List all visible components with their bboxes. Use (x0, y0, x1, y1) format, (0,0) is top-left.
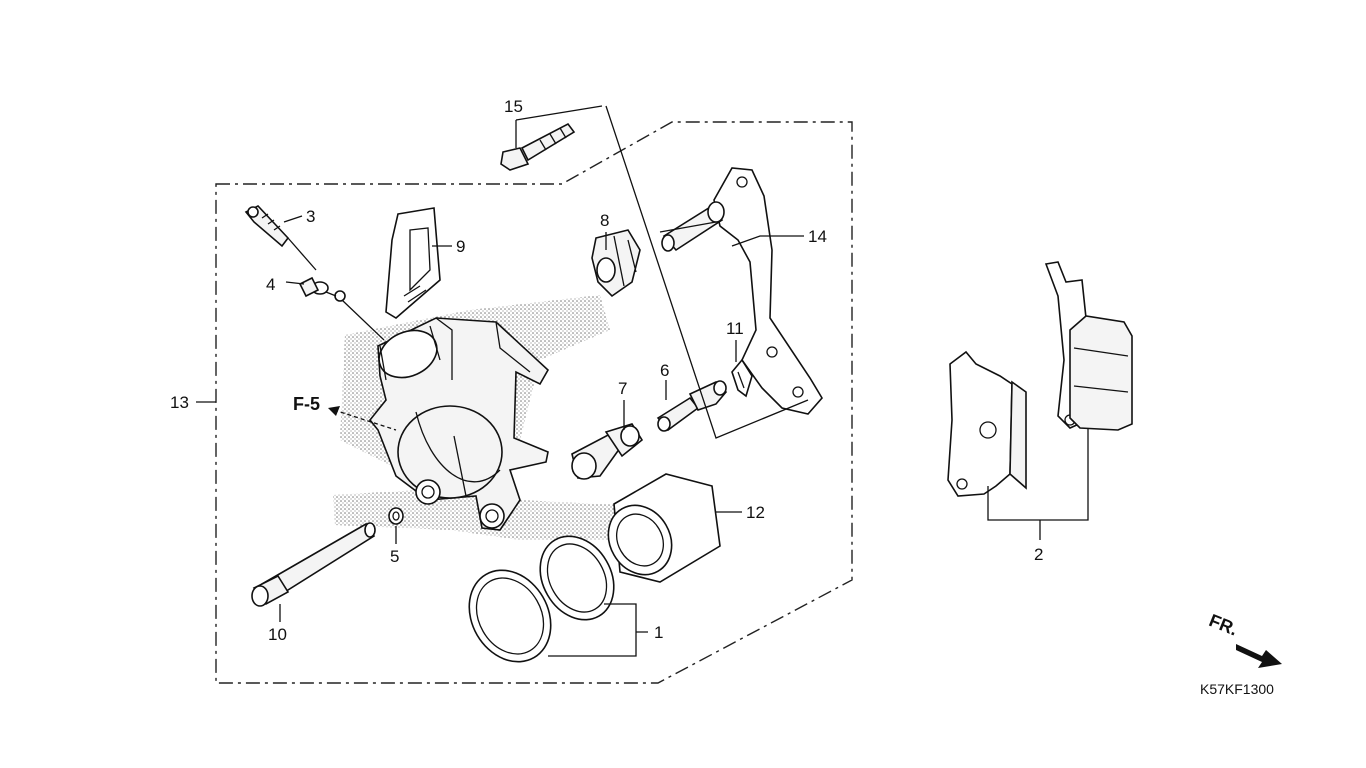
callout-13: 13 (170, 393, 189, 412)
part-14-bracket (661, 167, 823, 415)
callout-11: 11 (726, 319, 744, 338)
part-8-boot (591, 229, 641, 298)
callout-3: 3 (306, 207, 315, 226)
callout-14: 14 (808, 227, 827, 246)
callout-10: 10 (268, 625, 287, 644)
part-7-pin-bolt (571, 423, 644, 480)
callout-7: 7 (618, 379, 627, 398)
reference-label: F-5 (293, 394, 320, 414)
callout-12: 12 (746, 503, 765, 522)
diagram-code: K57KF1300 (1200, 681, 1274, 697)
callout-15: 15 (504, 97, 523, 116)
part-4-bleeder-cap (298, 276, 346, 302)
part-6-slide-pin (656, 380, 728, 432)
part-9-pad-spring (385, 207, 441, 319)
callout-5: 5 (390, 547, 399, 566)
caliper-body (368, 317, 550, 531)
part-1-seals (468, 535, 615, 663)
callout-9: 9 (456, 237, 465, 256)
callout-8: 8 (600, 211, 609, 230)
reference-arrow (328, 406, 397, 431)
callout-1: 1 (654, 623, 663, 642)
part-5-washer (388, 507, 404, 525)
callout-6: 6 (660, 361, 669, 380)
part-11-clip (731, 358, 753, 398)
part-2-brake-pads (947, 261, 1133, 497)
part-15-bolt (500, 122, 576, 171)
part-3-bleeder-screw (244, 205, 290, 248)
leader-lines (196, 105, 1089, 657)
callout-4: 4 (266, 275, 275, 294)
front-direction-arrow-icon (1236, 644, 1282, 668)
part-12-piston (607, 473, 721, 583)
part-10-caliper-pin (251, 522, 376, 607)
front-direction-label: FR. (1206, 610, 1240, 639)
callout-2: 2 (1034, 545, 1043, 564)
